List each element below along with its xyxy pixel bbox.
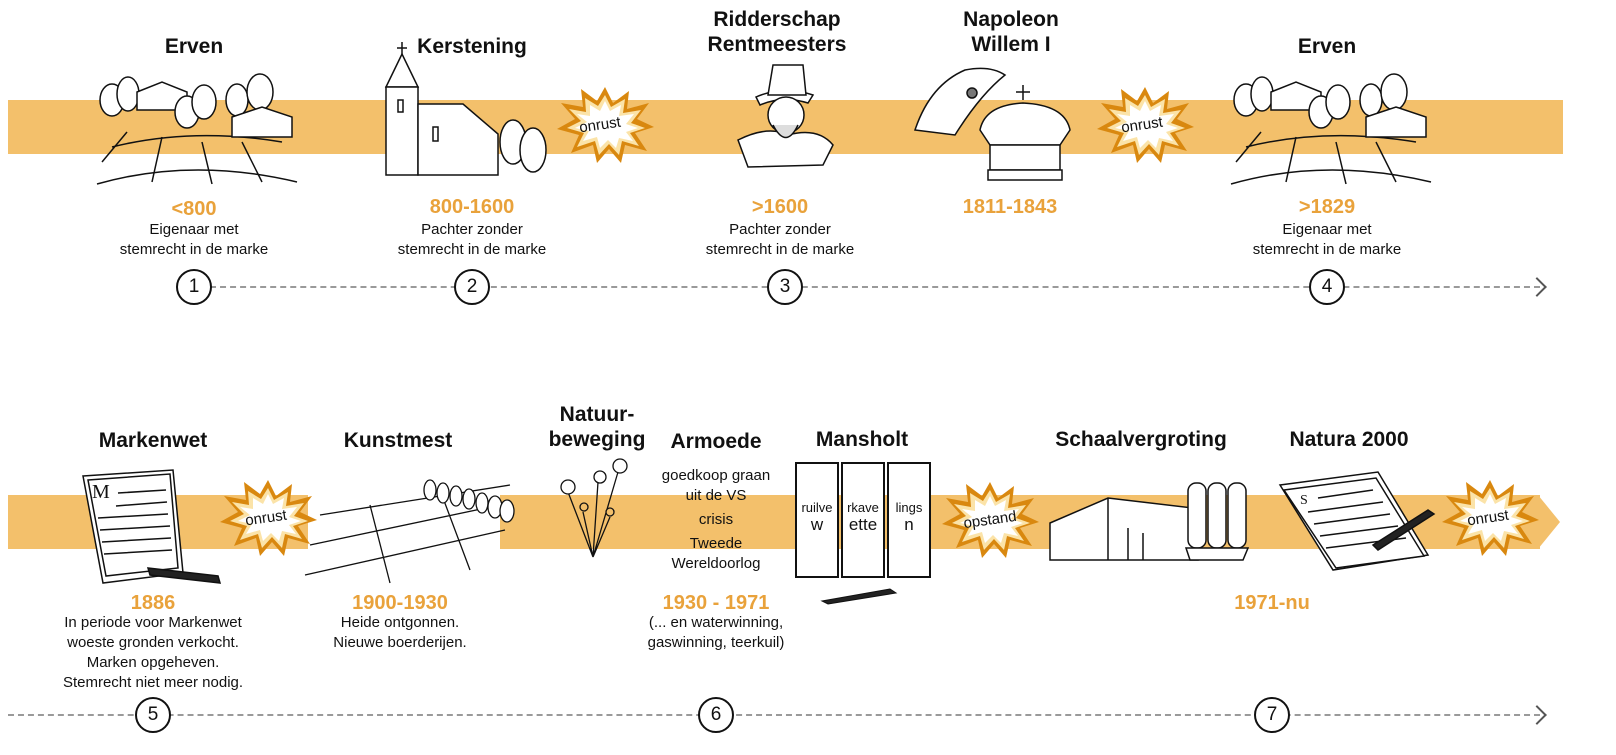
period-year: 1886 [130, 592, 176, 614]
step-number: 3 [767, 269, 803, 305]
church-illustration [384, 42, 547, 176]
step-number: 7 [1254, 697, 1290, 733]
period-year: 1930 - 1971 [662, 592, 770, 614]
mansholt-panels: ruilve w rkave ette lings n [795, 462, 935, 578]
unrest-burst-icon [220, 480, 317, 556]
panel: lings n [887, 462, 931, 578]
panel: ruilve w [795, 462, 839, 578]
band-arrow-tip [1538, 495, 1560, 549]
svg-text:M: M [92, 481, 110, 503]
step-number: 4 [1309, 269, 1345, 305]
farmland-grid-illustration [304, 479, 515, 584]
period-title: Kerstening [417, 35, 527, 58]
period-description: Heide ontgonnen.Nieuwe boerderijen. [333, 614, 467, 651]
period-title: Mansholt [815, 428, 909, 451]
unrest-burst-icon [1442, 480, 1539, 556]
period-year: 1971-nu [1234, 592, 1310, 614]
period-year: >1600 [751, 196, 809, 218]
period-title: Natuur-beweging [548, 403, 646, 451]
unrest-burst-icon [1097, 87, 1194, 163]
svg-text:S: S [1300, 493, 1308, 508]
period-title: Erven [164, 35, 224, 58]
documents-illustration: S [1278, 471, 1436, 571]
step-number: 1 [176, 269, 212, 305]
step-number: 2 [454, 269, 490, 305]
timeline-axis-2 [8, 714, 1540, 716]
pen-icon [820, 588, 898, 605]
period-year: <800 [171, 198, 217, 220]
step-number: 5 [135, 697, 171, 733]
barn-and-silos-illustration [1049, 482, 1250, 561]
bicorne-and-crown-illustration [913, 67, 1071, 181]
period-title: Markenwet [98, 429, 208, 452]
unrest-burst-icon [557, 87, 654, 163]
arrow-right-icon [1527, 705, 1547, 725]
timeline-axis-1 [210, 286, 1540, 288]
period-title: Armoede [670, 430, 762, 453]
period-year: 1900-1930 [352, 592, 448, 614]
period-year: 1811-1843 [962, 196, 1058, 218]
knight-portrait-illustration [737, 64, 834, 168]
period-description: (... en waterwinning,gaswinning, teerkui… [647, 614, 785, 651]
period-year: 800-1600 [429, 196, 515, 218]
arrow-right-icon [1527, 277, 1547, 297]
farmstead-illustration [96, 73, 298, 185]
law-document-illustration: M [82, 469, 222, 584]
wildflowers-illustration [560, 458, 628, 558]
period-title: Schaalvergroting [1055, 428, 1227, 451]
armoede-causes: goedkoop graan uit de VS crisis Tweede W… [661, 467, 771, 572]
period-title: Erven [1297, 35, 1357, 58]
step-number: 6 [698, 697, 734, 733]
period-year: >1829 [1298, 196, 1356, 218]
uprising-burst-icon [942, 482, 1039, 558]
farmstead-illustration-2 [1230, 73, 1432, 185]
panel: rkave ette [841, 462, 885, 578]
period-title: Kunstmest [343, 429, 453, 452]
period-title: Natura 2000 [1289, 428, 1409, 451]
